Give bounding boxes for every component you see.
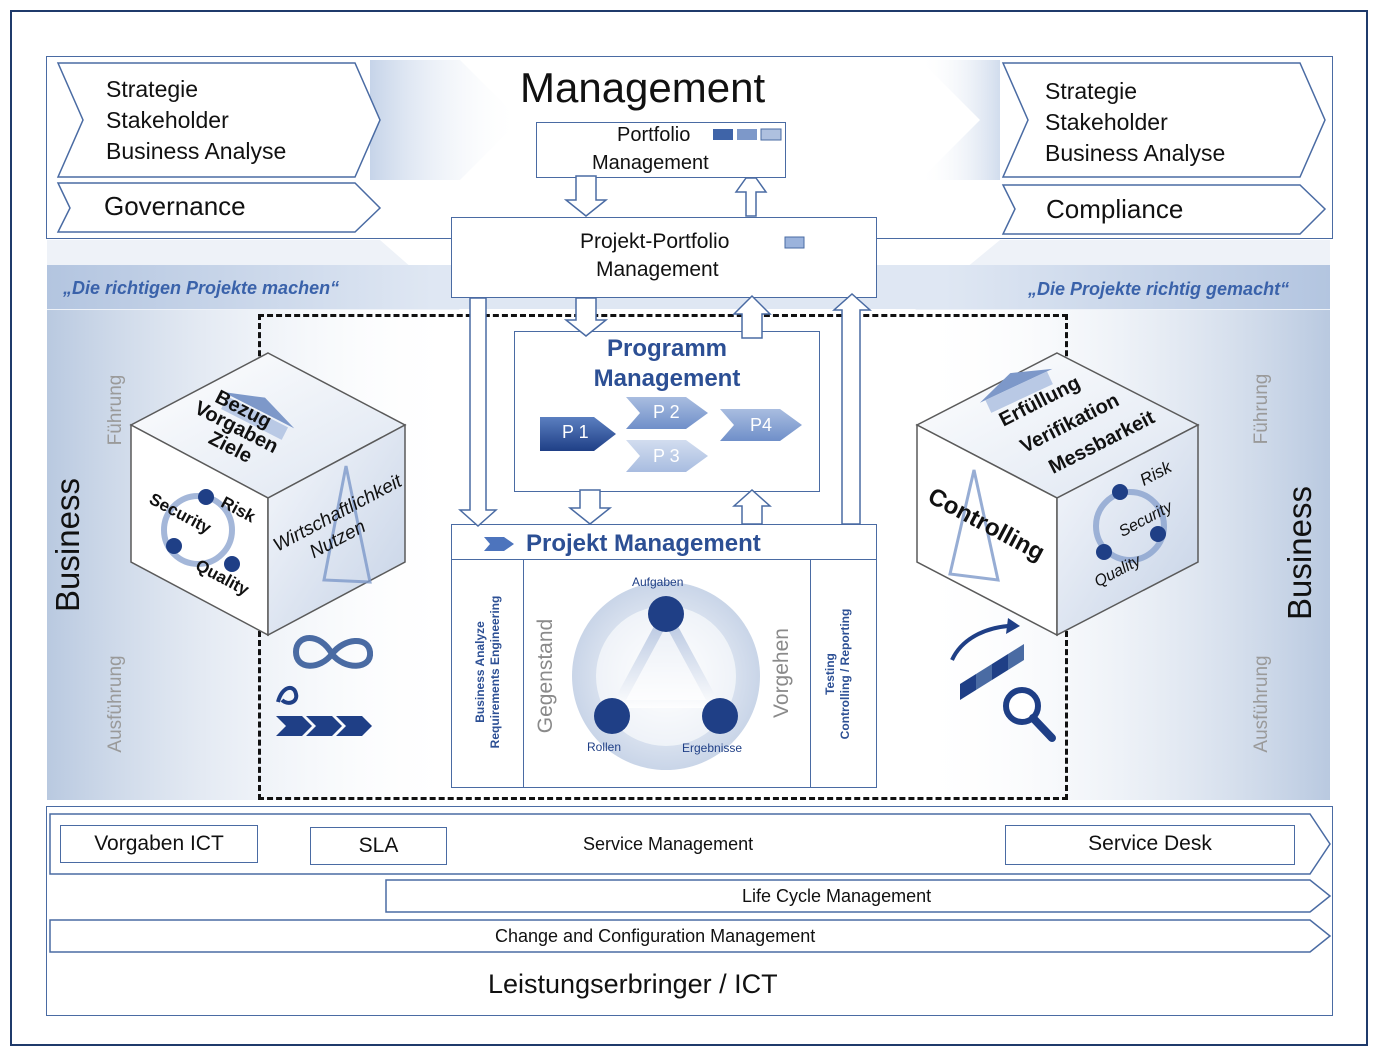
arrow-projekt-down-long bbox=[458, 297, 498, 528]
service-desk-label: Service Desk bbox=[1088, 832, 1212, 855]
arrow-programm-up bbox=[732, 294, 772, 339]
vorgaben-ict-label: Vorgaben ICT bbox=[94, 832, 224, 855]
business-right-label: Business bbox=[1281, 486, 1318, 620]
life-cycle-label: Life Cycle Management bbox=[742, 886, 932, 906]
right-business-analyse: Business Analyse bbox=[1045, 140, 1226, 166]
business-left-label: Business bbox=[49, 478, 86, 612]
arrow-ppm-up-long bbox=[832, 292, 872, 525]
rollen-label: Rollen bbox=[587, 740, 622, 754]
arrow-portfolio-up bbox=[734, 177, 768, 217]
ict-title: Leistungserbringer / ICT bbox=[488, 969, 778, 999]
flow-arrows bbox=[458, 175, 872, 528]
p1-label: P 1 bbox=[562, 422, 589, 442]
ergebnisse-label: Ergebnisse bbox=[682, 741, 743, 755]
service-desk-box bbox=[1005, 825, 1295, 865]
p2-arrow bbox=[626, 397, 708, 429]
left-business-analyse: Business Analyse bbox=[106, 138, 287, 164]
sla-label: SLA bbox=[358, 834, 399, 857]
stairs-magnifier-icon bbox=[950, 618, 1056, 742]
ausfuehrung-left-label: Ausführung bbox=[105, 655, 126, 753]
compliance-label: Compliance bbox=[1046, 194, 1184, 224]
left-column-labels: Business Analyze Requirements Engineerin… bbox=[473, 596, 503, 749]
right-stakeholder: Stakeholder bbox=[1045, 109, 1168, 135]
p4-label: P4 bbox=[750, 415, 773, 435]
controlling-reporting-label: Controlling / Reporting bbox=[838, 608, 852, 740]
programm-line1: Programm bbox=[606, 335, 728, 362]
p2-label: P 2 bbox=[653, 402, 680, 422]
projekt-divider bbox=[451, 559, 877, 560]
right-header-list: Strategie Stakeholder Business Analyse bbox=[1045, 76, 1225, 169]
left-header-chevrons bbox=[56, 62, 382, 233]
sla-box bbox=[310, 827, 447, 865]
project-cycle-diagram bbox=[572, 582, 760, 770]
vorgaben-ict-box bbox=[60, 825, 258, 863]
ppm-line2: Management bbox=[596, 258, 719, 281]
testing-label: Testing bbox=[823, 653, 837, 695]
left-cube bbox=[129, 352, 407, 637]
p3-label: P 3 bbox=[653, 446, 680, 466]
right-column-labels: Testing Controlling / Reporting bbox=[823, 609, 853, 740]
fuehrung-left-label: Führung bbox=[105, 374, 126, 446]
governance-label: Governance bbox=[104, 191, 246, 221]
change-config-label: Change and Configuration Management bbox=[495, 926, 816, 946]
projekt-title: Projekt Management bbox=[526, 530, 761, 557]
programm-line2: Management bbox=[593, 365, 741, 392]
portfolio-line1: Portfolio bbox=[617, 124, 691, 146]
fuehrung-right-label: Führung bbox=[1251, 373, 1272, 445]
portfolio-bars-icon bbox=[713, 128, 782, 141]
left-quote: „Die richtigen Projekte machen“ bbox=[63, 278, 340, 298]
infinity-chevrons-icon bbox=[276, 635, 373, 736]
left-stakeholder: Stakeholder bbox=[106, 107, 229, 133]
left-cube-side bbox=[267, 423, 406, 637]
portfolio-line2: Management bbox=[592, 152, 709, 174]
right-pillars-icon bbox=[979, 368, 1053, 413]
service-management-label: Service Management bbox=[583, 834, 754, 854]
right-cube-side bbox=[1056, 423, 1199, 637]
aufgaben-label: Aufgaben bbox=[632, 575, 684, 589]
p1-arrow bbox=[540, 417, 616, 451]
change-config-arrow bbox=[49, 919, 1332, 953]
arrow-programm-down bbox=[563, 297, 609, 337]
gegenstand-label: Gegenstand bbox=[534, 618, 557, 734]
projekt-col-right-divider bbox=[810, 559, 811, 788]
arrow-portfolio-down bbox=[563, 175, 609, 217]
ppm-square-icon bbox=[784, 236, 805, 249]
program-arrows bbox=[540, 397, 802, 472]
right-strategie: Strategie bbox=[1045, 78, 1138, 104]
p3-arrow bbox=[626, 440, 708, 472]
management-title: Management bbox=[520, 64, 766, 111]
left-header-list: Strategie Stakeholder Business Analyse bbox=[106, 74, 286, 167]
ppm-line1: Projekt-Portfolio bbox=[580, 230, 730, 253]
vorgehen-label: Vorgehen bbox=[770, 628, 793, 718]
arrow-projekt-down bbox=[567, 489, 613, 525]
right-cube bbox=[915, 352, 1200, 637]
requirements-engineering-label: Requirements Engineering bbox=[488, 595, 502, 749]
p4-arrow bbox=[720, 409, 802, 441]
projekt-portfolio-box bbox=[451, 217, 877, 298]
right-quote: „Die Projekte richtig gemacht“ bbox=[1028, 279, 1290, 299]
projekt-col-left-divider bbox=[523, 559, 524, 788]
business-analyze-label: Business Analyze bbox=[473, 621, 487, 723]
life-cycle-arrow bbox=[385, 879, 1332, 913]
left-strategie: Strategie bbox=[106, 76, 199, 102]
right-header-chevrons bbox=[1001, 62, 1327, 235]
projekt-arrow-icon bbox=[484, 537, 514, 551]
arrow-projekt-up bbox=[732, 488, 772, 525]
ausfuehrung-right-label: Ausführung bbox=[1251, 655, 1272, 753]
programm-title: Programm Management bbox=[514, 334, 820, 394]
